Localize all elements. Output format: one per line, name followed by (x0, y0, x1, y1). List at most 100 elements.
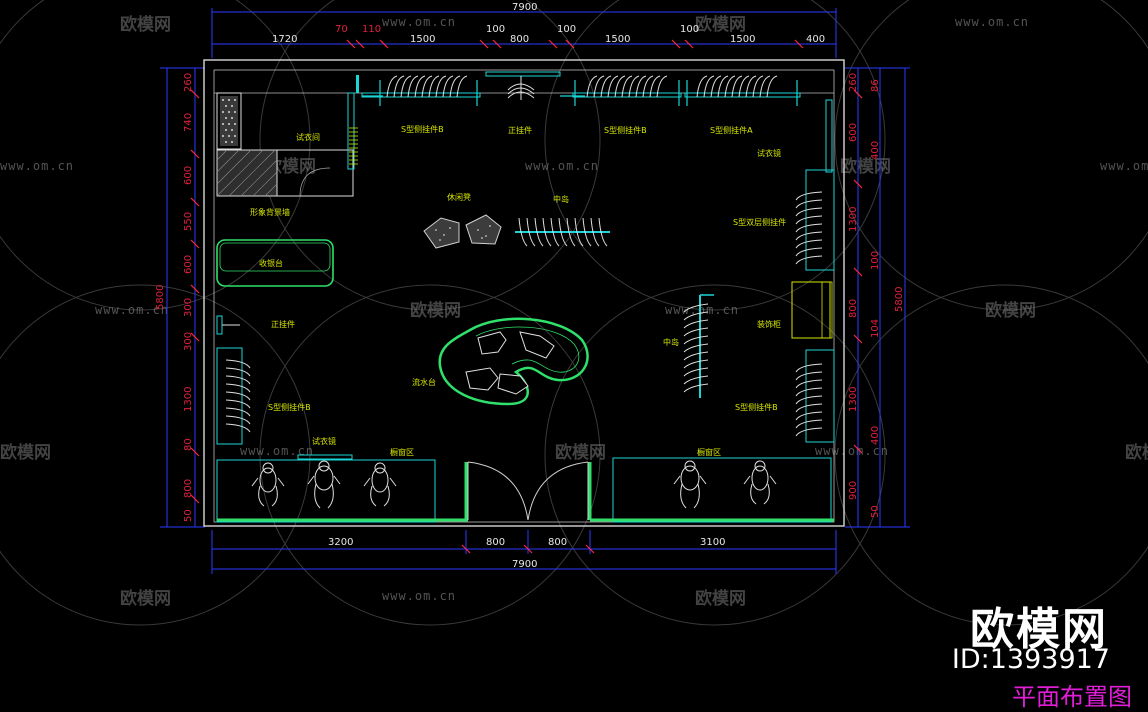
label-s-side-hang-right: S型侧挂件B (735, 402, 778, 412)
dim-left: 600 (183, 255, 194, 274)
watermark-arcs (0, 0, 1148, 626)
right-racks (791, 169, 835, 443)
label-double-side-hang: S型双层侧挂件 (733, 217, 786, 227)
top-racks (361, 71, 833, 173)
label-fitting-mirror: 试衣镜 (757, 148, 781, 158)
dim-left-total: 5800 (155, 285, 166, 310)
dim-right: 800 (848, 299, 859, 318)
mid-island-right-rack (683, 294, 714, 398)
flow-table (438, 317, 589, 406)
dimension-lines (160, 8, 910, 574)
dim-right: 1300 (848, 207, 859, 232)
mid-island-rack (515, 217, 610, 247)
watermark-url: www.om.cn (95, 303, 169, 317)
label-front-hang: 正挂件 (508, 125, 532, 135)
dim-left: 1300 (183, 387, 194, 412)
left-racks (216, 315, 251, 445)
watermark-url: www.om.cn (665, 303, 739, 317)
dim-bottom: 3200 (328, 537, 353, 548)
label-s-side-hang-b: S型侧挂件B (401, 124, 444, 134)
rest-seats (423, 214, 502, 249)
dim-top: 1500 (730, 34, 755, 45)
dim-top: 70 (335, 24, 348, 35)
label-mid-island: 中岛 (553, 194, 569, 204)
watermark-brand: 欧模网 (840, 156, 891, 177)
watermark-brand: 欧模网 (0, 442, 51, 463)
watermark-brand: 欧模网 (695, 14, 746, 35)
window-displays (216, 454, 834, 523)
dim-right: 400 (870, 426, 881, 445)
dim-top: 1720 (272, 34, 297, 45)
brand-logo-text: 欧模网 (970, 604, 1108, 655)
label-fitting-room: 试衣间 (296, 132, 320, 142)
watermark-url: www.om.cn (240, 444, 314, 458)
label-cashier: 收银台 (259, 258, 283, 268)
watermark-url: www.om.cn (525, 159, 599, 173)
watermark-url: www.om.cn (0, 159, 74, 173)
dim-left: 550 (183, 212, 194, 231)
dim-right: 900 (848, 481, 859, 500)
dim-right: 104 (870, 319, 881, 338)
dim-right: 260 (848, 73, 859, 92)
fitting-room (216, 75, 359, 197)
dim-top-total: 7900 (512, 2, 537, 13)
label-flow-table: 流水台 (412, 377, 436, 387)
watermark-brand: 欧模网 (985, 300, 1036, 321)
watermark-brand: 欧模网 (1125, 442, 1148, 463)
label-s-side-hang-left: S型侧挂件B (268, 402, 311, 412)
label-mid-island-right: 中岛 (663, 337, 679, 347)
dim-top: 100 (486, 24, 505, 35)
dim-left: 260 (183, 73, 194, 92)
dim-right: 100 (870, 251, 881, 270)
watermark-brand: 欧模网 (695, 588, 746, 609)
watermark-brand: 欧模网 (120, 14, 171, 35)
dimension-ticks (190, 39, 863, 554)
dim-right: 600 (848, 123, 859, 142)
watermark-brand: 欧模网 (410, 300, 461, 321)
dim-right: 1300 (848, 387, 859, 412)
dim-left: 300 (183, 332, 194, 351)
dim-left: 600 (183, 166, 194, 185)
watermark-url: www.om.cn (815, 444, 889, 458)
dim-top: 100 (680, 24, 699, 35)
dim-bottom: 800 (486, 537, 505, 548)
label-s-side-hang-a: S型侧挂件A (710, 125, 753, 135)
dimension-texts: 7900 1720 70 110 1500 100 800 100 1500 1… (155, 2, 905, 570)
label-decor-cabinet: 装饰柜 (757, 319, 781, 329)
dim-top: 1500 (410, 34, 435, 45)
label-s-side-hang-b2: S型侧挂件B (604, 125, 647, 135)
dim-left: 300 (183, 298, 194, 317)
watermark-url: www.om.cn (955, 15, 1029, 29)
dim-top: 1500 (605, 34, 630, 45)
watermark-brand: 欧模网 (265, 156, 316, 177)
zone-labels: 试衣间 S型侧挂件B 正挂件 S型侧挂件B S型侧挂件A 试衣镜 形象背景墙 休… (250, 124, 786, 457)
dim-top: 100 (557, 24, 576, 35)
label-fitting-mirror-bottom: 试衣镜 (312, 436, 336, 446)
watermark-url: www.om.cn (1100, 159, 1148, 173)
dim-left: 800 (183, 479, 194, 498)
dim-bottom-total: 7900 (512, 559, 537, 570)
label-rest-seat: 休闲凳 (447, 192, 471, 202)
dim-top: 110 (362, 24, 381, 35)
dim-right: 86 (870, 79, 881, 92)
label-front-hang-left: 正挂件 (271, 319, 295, 329)
dim-right: 50 (870, 505, 881, 518)
label-window-right: 橱窗区 (697, 447, 721, 457)
watermark-url: www.om.cn (382, 589, 456, 603)
dim-left: 740 (183, 113, 194, 132)
model-id: ID:1393917 (951, 644, 1110, 675)
dim-top: 800 (510, 34, 529, 45)
watermark-brand: 欧模网 (120, 588, 171, 609)
label-window-left: 橱窗区 (390, 447, 414, 457)
dim-left: 80 (183, 438, 194, 451)
watermark-brand: 欧模网 (555, 442, 606, 463)
dim-left: 50 (183, 509, 194, 522)
dim-right: 400 (870, 141, 881, 160)
watermark-url: www.om.cn (382, 15, 456, 29)
dim-right-total: 5800 (894, 287, 905, 312)
watermarks: 欧模网 www.om.cn 欧模网 www.om.cn www.om.cn 欧模… (0, 14, 1148, 609)
cashier-counter (216, 239, 334, 287)
dim-top: 400 (806, 34, 825, 45)
label-image-wall: 形象背景墙 (250, 207, 290, 217)
